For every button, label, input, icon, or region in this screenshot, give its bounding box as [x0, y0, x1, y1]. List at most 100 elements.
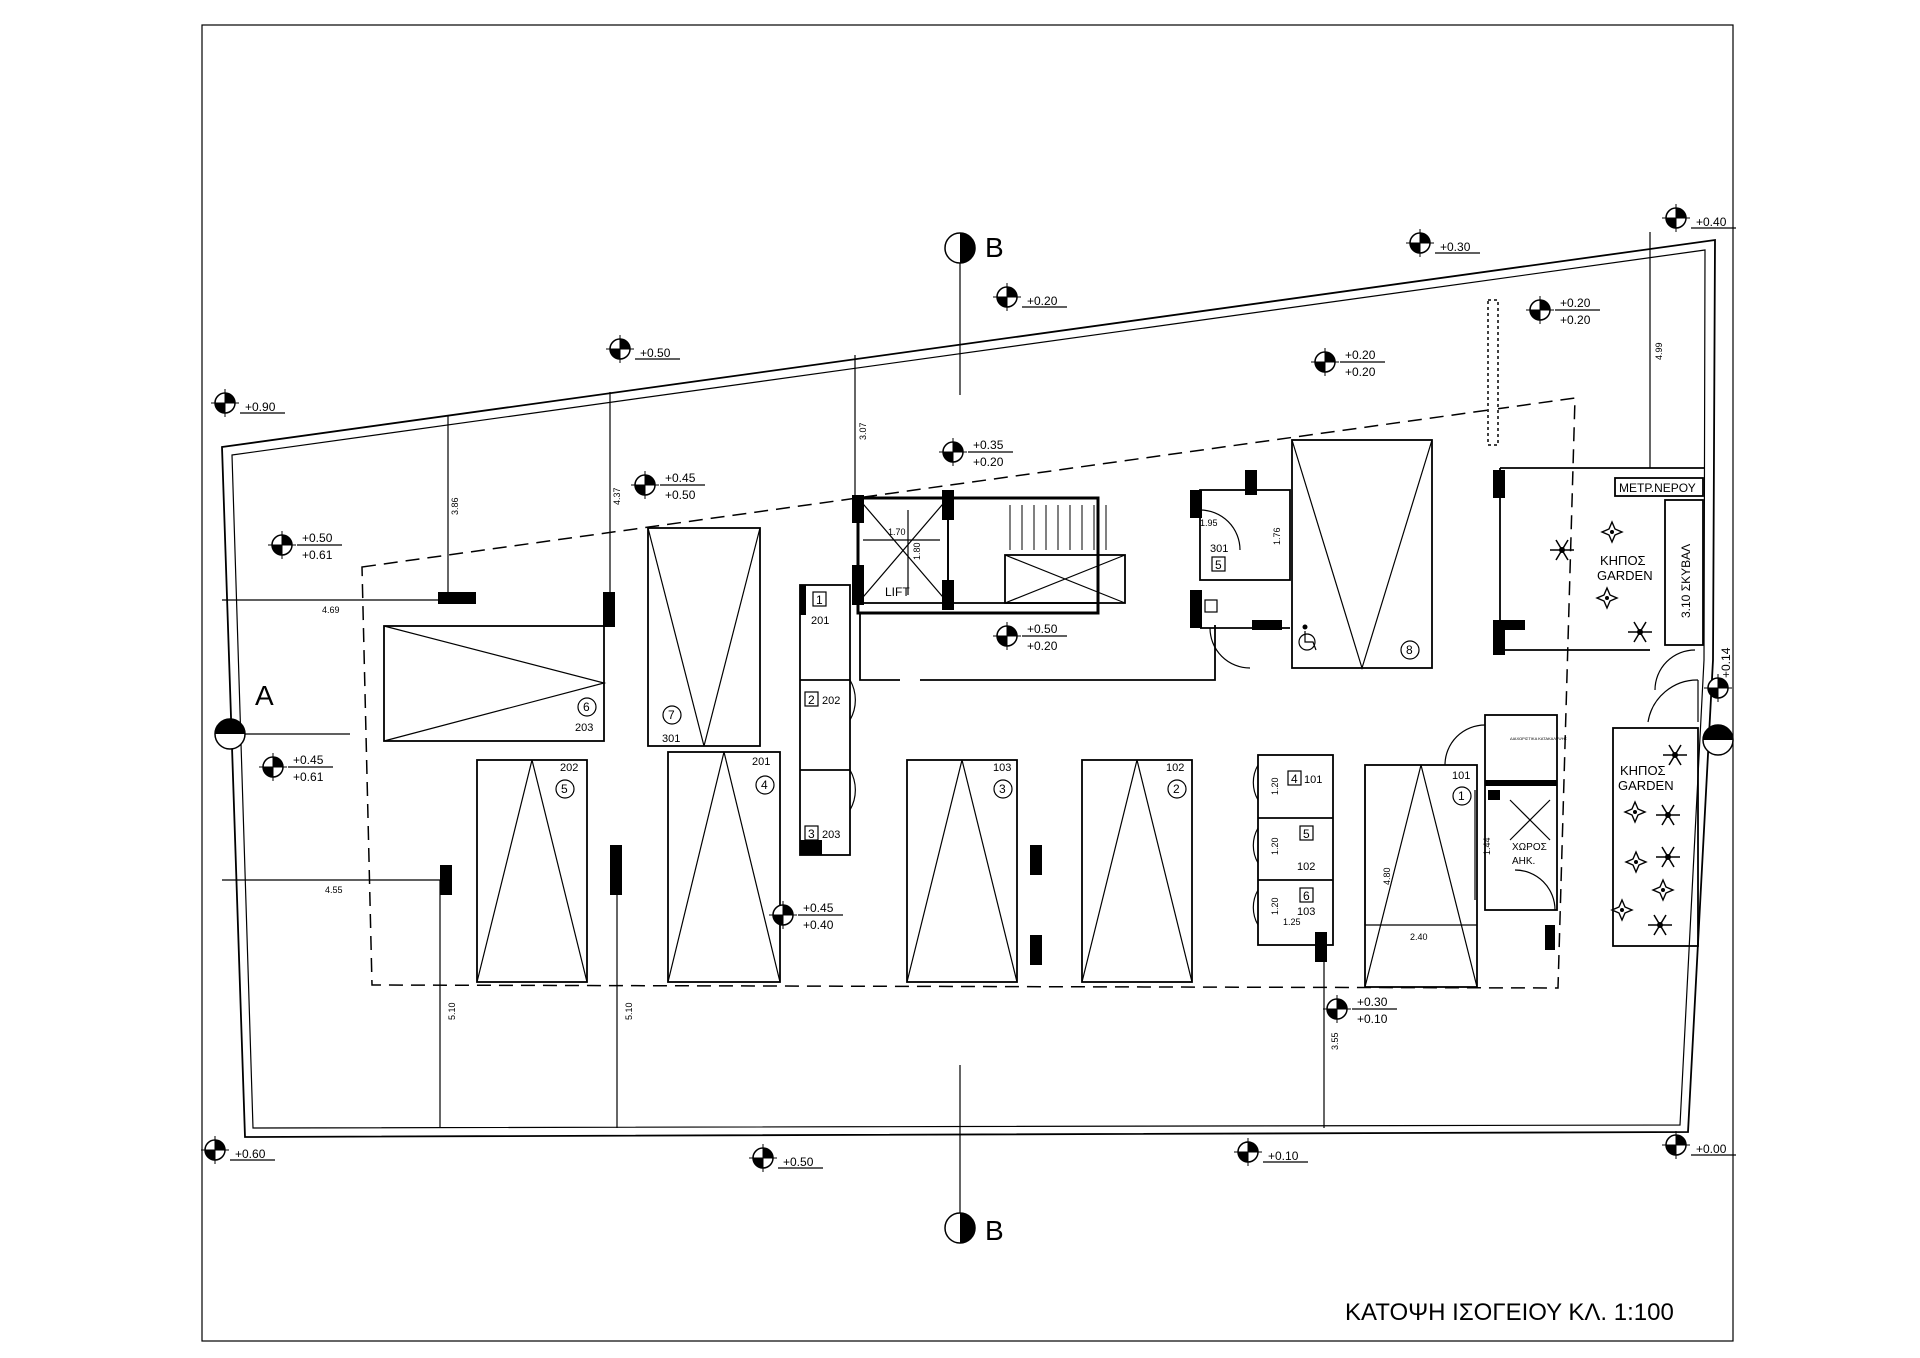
parking-apt-7: 301	[662, 733, 680, 745]
dim-5-10-a: 5.10	[447, 1002, 457, 1020]
level-l4: +0.30	[1405, 228, 1480, 258]
store-apt-4: 101	[1304, 774, 1322, 786]
level-l4-a: +0.30	[1440, 240, 1471, 254]
lower-right-garden: ΚΗΠΟΣ GARDEN	[1612, 727, 1699, 947]
parking-bay-8	[1291, 439, 1433, 669]
store-num-7: 5	[1215, 558, 1222, 572]
garden-upper-gr: ΚΗΠΟΣ	[1600, 553, 1646, 568]
level-l19: +0.14	[1703, 647, 1733, 703]
storage-block-left	[799, 584, 856, 856]
parking-bay-6	[383, 625, 605, 742]
level-l8-a: +0.35	[973, 438, 1004, 452]
dim-2-40: 2.40	[1410, 932, 1428, 942]
dim-1-76: 1.76	[1272, 527, 1282, 545]
columns	[438, 470, 1555, 965]
level-l7: +0.20 +0.20	[1310, 347, 1385, 379]
storage-301	[1199, 470, 1291, 669]
level-l7-a: +0.20	[1345, 348, 1376, 362]
parking-apt-3: 103	[993, 762, 1011, 774]
electric-room: ΔΙΑΧΩΡΙΣΤΙΚΑ ΚΑΤΑΚΑΛΥΨΗΣ ΧΩΡΟΣ ΑΗΚ.	[1444, 714, 1568, 911]
dim-1-20-c: 1.20	[1270, 897, 1280, 915]
level-l13: +0.45 +0.40	[768, 900, 843, 932]
level-l9-a: +0.45	[665, 471, 696, 485]
level-l3: +0.20	[992, 282, 1067, 312]
level-l9: +0.45 +0.50	[630, 470, 705, 502]
dimension-lines	[222, 232, 1651, 1128]
store-apt-3: 203	[822, 829, 840, 841]
storage-label-1: ΧΩΡΟΣ	[1512, 842, 1547, 853]
level-l12-b: +0.20	[1027, 639, 1058, 653]
store-apt-5: 102	[1297, 861, 1315, 873]
parking-apt-2: 102	[1166, 762, 1184, 774]
section-a-right	[1702, 724, 1734, 756]
parking-bay-5	[476, 759, 588, 983]
drawing-frame	[201, 24, 1734, 1342]
store-num-5: 5	[1303, 827, 1310, 841]
water-meter-box	[1614, 477, 1704, 497]
dim-3-07: 3.07	[858, 422, 868, 440]
dim-4-99: 4.99	[1654, 342, 1664, 360]
parking-num-3: 3	[999, 782, 1006, 796]
store-num-4: 4	[1291, 772, 1298, 786]
parking-num-4: 4	[761, 778, 768, 792]
section-b-bottom: B	[944, 1065, 1004, 1246]
parking-num-2: 2	[1173, 782, 1180, 796]
level-l12-a: +0.50	[1027, 622, 1058, 636]
store-num-1: 1	[816, 593, 823, 607]
level-l1-a: +0.90	[245, 400, 276, 414]
level-l1: +0.90	[210, 388, 285, 418]
section-b-top: B	[944, 232, 1004, 395]
level-l10: +0.50 +0.61	[267, 530, 342, 562]
level-l16-a: +0.50	[783, 1155, 814, 1169]
level-l19-a: +0.14	[1719, 647, 1733, 678]
dimension-values: 3.86 4.37 3.07 4.99 4.69 4.55 5.10 5.10 …	[322, 342, 1664, 1050]
parking-num-1: 1	[1458, 789, 1465, 803]
parking-apt-5: 202	[560, 762, 578, 774]
level-markers: +0.90 +0.50 +0.20 +0.30 +0.40 +0.20 +0.2…	[200, 203, 1736, 1173]
lift-label: LIFT	[885, 585, 910, 599]
level-l3-a: +0.20	[1027, 294, 1058, 308]
storage-block-right	[1252, 754, 1334, 946]
dim-1-20-a: 1.20	[1270, 777, 1280, 795]
dim-5-10-b: 5.10	[624, 1002, 634, 1020]
storeroom-labels: 1 201 2 202 3 203 4 101 5 102 6 103 5 30…	[804, 543, 1322, 918]
dim-4-80: 4.80	[1382, 867, 1392, 885]
garden-lower-en: GARDEN	[1618, 778, 1674, 793]
level-l15-a: +0.60	[235, 1147, 266, 1161]
level-l6-a: +0.20	[1560, 296, 1591, 310]
dim-1-44: 1.44	[1482, 837, 1492, 855]
parking-num-5: 5	[561, 782, 568, 796]
level-l11-a: +0.45	[293, 753, 324, 767]
store-apt-6: 103	[1297, 906, 1315, 918]
level-l14-b: +0.10	[1357, 1012, 1388, 1026]
level-l12: +0.50 +0.20	[992, 621, 1067, 653]
level-l2-a: +0.50	[640, 346, 671, 360]
dim-4-69: 4.69	[322, 605, 340, 615]
store-num-2: 2	[808, 693, 815, 707]
parking-num-6: 6	[583, 700, 590, 714]
parking-apt-4: 201	[752, 756, 770, 768]
dim-1-95: 1.95	[1200, 518, 1218, 528]
parking-num-8: 8	[1406, 643, 1413, 657]
store-num-3: 3	[808, 827, 815, 841]
level-l14-a: +0.30	[1357, 995, 1388, 1009]
dim-3-86: 3.86	[450, 497, 460, 515]
level-l18-a: +0.00	[1696, 1142, 1727, 1156]
parking-bays	[383, 439, 1478, 988]
level-l9-b: +0.50	[665, 488, 696, 502]
dim-1-70: 1.70	[888, 527, 906, 537]
level-l6: +0.20 +0.20	[1525, 295, 1600, 327]
drawing-title: ΚΑΤΟΨΗ ΙΣΟΓΕΙΟΥ ΚΛ. 1:100	[1345, 1299, 1674, 1326]
parking-num-7: 7	[668, 708, 675, 722]
level-l11-b: +0.61	[293, 770, 324, 784]
level-l17: +0.10	[1233, 1137, 1308, 1167]
dim-4-37: 4.37	[612, 487, 622, 505]
section-a-left-label: A	[255, 680, 274, 711]
level-l5: +0.40	[1661, 203, 1736, 233]
store-apt-7: 301	[1210, 543, 1228, 555]
stair-lift-core: LIFT	[852, 490, 1216, 681]
store-apt-1: 201	[811, 615, 829, 627]
level-l13-b: +0.40	[803, 918, 834, 932]
store-num-6: 6	[1303, 889, 1310, 903]
parking-apt-6: 203	[575, 722, 593, 734]
